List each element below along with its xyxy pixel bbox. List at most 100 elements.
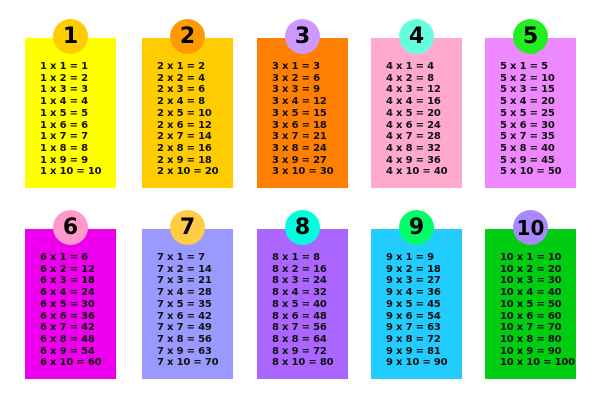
table-line: 5 x 7 = 35 [500, 131, 555, 143]
table-line: 7 x 10 = 70 [157, 357, 219, 369]
table-line: 6 x 10 = 60 [40, 357, 102, 369]
table-line: 6 x 9 = 54 [40, 345, 95, 357]
table-line: 5 x 5 = 25 [500, 107, 555, 119]
table-line: 9 x 1 = 9 [386, 252, 434, 263]
table-line: 4 x 6 = 24 [386, 119, 441, 131]
table-line: 6 x 3 = 18 [40, 275, 95, 287]
table-line: 8 x 7 = 56 [272, 322, 327, 334]
table-line: 1 x 2 = 2 [40, 72, 88, 84]
table-line: 5 x 8 = 40 [500, 142, 555, 154]
table-line: 10 x 1 = 10 [500, 252, 562, 263]
table-line: 4 x 5 = 20 [386, 107, 441, 119]
table-line: 5 x 10 = 50 [500, 166, 562, 178]
table-line: 6 x 1 = 6 [40, 252, 88, 263]
table-line: 8 x 9 = 72 [272, 345, 327, 357]
table-number-badge: 5 [513, 19, 548, 54]
table-line: 5 x 4 = 20 [500, 96, 555, 108]
table-line: 6 x 8 = 48 [40, 333, 95, 345]
table-line: 3 x 4 = 12 [272, 96, 327, 108]
table-line: 1 x 6 = 6 [40, 119, 88, 131]
table-line: 4 x 4 = 16 [386, 96, 441, 108]
table-line: 9 x 5 = 45 [386, 298, 441, 310]
table-line: 2 x 2 = 4 [157, 72, 205, 84]
table-line: 2 x 3 = 6 [157, 84, 205, 96]
table-number-badge: 1 [53, 19, 88, 54]
table-line: 6 x 6 = 36 [40, 310, 95, 322]
table-line: 10 x 3 = 30 [500, 275, 562, 287]
table-line: 9 x 2 = 18 [386, 263, 441, 275]
table-line: 3 x 2 = 6 [272, 72, 320, 84]
table-line: 9 x 10 = 90 [386, 357, 448, 369]
table-line: 10 x 7 = 70 [500, 322, 562, 334]
table-line: 7 x 7 = 49 [157, 322, 212, 334]
table-line: 4 x 7 = 28 [386, 131, 441, 143]
table-line: 1 x 10 = 10 [40, 166, 102, 178]
table-line: 10 x 4 = 40 [500, 287, 562, 299]
table-line: 1 x 8 = 8 [40, 142, 88, 154]
table-line: 3 x 8 = 24 [272, 142, 327, 154]
table-line: 1 x 7 = 7 [40, 131, 88, 143]
table-line: 5 x 3 = 15 [500, 84, 555, 96]
table-line: 3 x 5 = 15 [272, 107, 327, 119]
table-line: 2 x 10 = 20 [157, 166, 219, 178]
table-number-badge: 8 [285, 210, 320, 245]
table-line: 6 x 4 = 24 [40, 287, 95, 299]
table-line: 9 x 7 = 63 [386, 322, 441, 334]
table-line: 10 x 2 = 20 [500, 263, 562, 275]
table-line: 7 x 9 = 63 [157, 345, 212, 357]
table-number-badge: 3 [285, 19, 320, 54]
table-line: 3 x 9 = 27 [272, 154, 327, 166]
table-line: 9 x 9 = 81 [386, 345, 441, 357]
table-line: 4 x 1 = 4 [386, 61, 434, 72]
table-line: 8 x 3 = 24 [272, 275, 327, 287]
table-line: 4 x 2 = 8 [386, 72, 434, 84]
table-number-badge: 4 [399, 19, 434, 54]
table-line: 1 x 4 = 4 [40, 96, 88, 108]
table-line: 7 x 1 = 7 [157, 252, 205, 263]
table-line: 10 x 5 = 50 [500, 298, 562, 310]
table-line: 8 x 8 = 64 [272, 333, 327, 345]
table-number-badge: 9 [399, 210, 434, 245]
table-line: 2 x 4 = 8 [157, 96, 205, 108]
table-line: 10 x 9 = 90 [500, 345, 562, 357]
table-line: 4 x 9 = 36 [386, 154, 441, 166]
table-line: 3 x 6 = 18 [272, 119, 327, 131]
table-line: 9 x 8 = 72 [386, 333, 441, 345]
table-line: 4 x 3 = 12 [386, 84, 441, 96]
table-line: 1 x 1 = 1 [40, 61, 88, 72]
table-line: 5 x 2 = 10 [500, 72, 555, 84]
table-line: 5 x 9 = 45 [500, 154, 555, 166]
table-line: 7 x 3 = 21 [157, 275, 212, 287]
table-number-badge: 10 [513, 210, 548, 245]
table-line: 3 x 10 = 30 [272, 166, 334, 178]
table-line: 1 x 5 = 5 [40, 107, 88, 119]
table-line: 8 x 2 = 16 [272, 263, 327, 275]
table-line: 9 x 4 = 36 [386, 287, 441, 299]
table-line: 9 x 3 = 27 [386, 275, 441, 287]
table-line: 8 x 5 = 40 [272, 298, 327, 310]
table-line: 6 x 7 = 42 [40, 322, 95, 334]
table-line: 1 x 9 = 9 [40, 154, 88, 166]
table-line: 5 x 6 = 30 [500, 119, 555, 131]
table-line: 2 x 9 = 18 [157, 154, 212, 166]
table-line: 7 x 6 = 42 [157, 310, 212, 322]
table-number-badge: 2 [170, 19, 205, 54]
table-line: 2 x 1 = 2 [157, 61, 205, 72]
table-line: 2 x 7 = 14 [157, 131, 212, 143]
table-number-badge: 6 [53, 210, 88, 245]
table-line: 7 x 2 = 14 [157, 263, 212, 275]
